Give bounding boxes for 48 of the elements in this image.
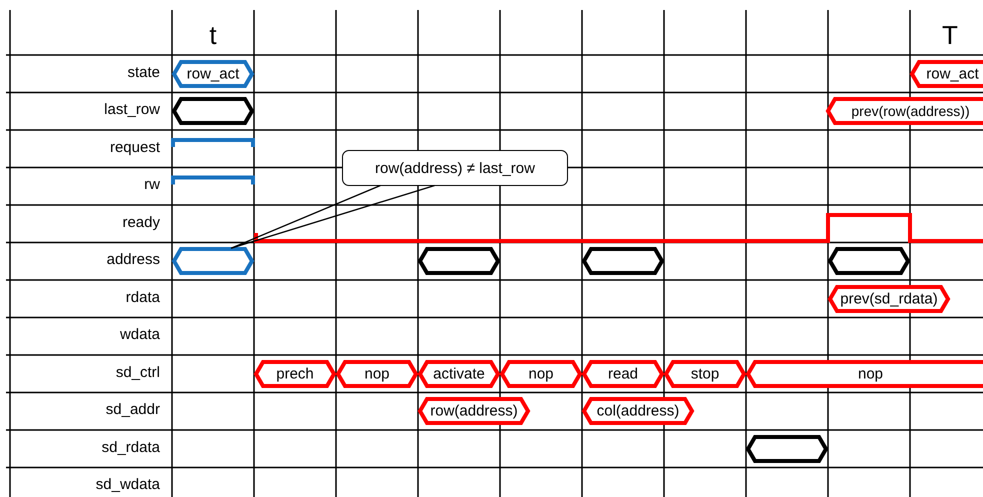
bus-hexagon — [582, 247, 664, 276]
signal-name: last_row — [104, 101, 160, 118]
bus-value-text: row_act — [926, 65, 979, 82]
signal-name: rdata — [126, 288, 160, 306]
signal-name: ready — [122, 214, 160, 231]
bus-value-hexagon — [172, 60, 254, 88]
bus-hexagon — [828, 247, 910, 276]
signal-name: address — [106, 251, 160, 268]
bus-value-text: nop — [364, 365, 390, 382]
bus-value-text: activate — [433, 365, 485, 382]
signal-name: wdata — [120, 326, 160, 344]
bus-value-text: row(address) — [430, 402, 518, 420]
bus-value-hexagon — [826, 97, 983, 126]
bus-value-hexagon — [828, 284, 950, 313]
bus-value-text: col(address) — [596, 402, 680, 420]
signal-name: sd_addr — [106, 401, 160, 418]
callout-box — [342, 150, 568, 186]
bus-value-text: nop — [528, 365, 554, 382]
bus-value-hexagon — [418, 397, 530, 426]
signal-name: rw — [144, 176, 160, 194]
time-marker: T — [942, 20, 958, 51]
bus-value-text: stop — [690, 365, 720, 382]
bus-value-text: prech — [276, 365, 314, 382]
bus-hexagon — [172, 247, 254, 276]
bus-value-text: read — [608, 365, 638, 382]
time-marker: t — [209, 20, 217, 51]
bus-value-hexagon — [254, 360, 336, 388]
bus-hexagon — [172, 97, 254, 126]
signal-name: state — [127, 64, 160, 81]
bus-value-hexagon — [582, 397, 694, 426]
bus-value-text: nop — [858, 365, 884, 382]
bus-value-hexagon — [664, 360, 746, 388]
bus-value-hexagon — [582, 360, 664, 388]
signal-name: sd_wdata — [96, 476, 160, 494]
callout-text: row(address) ≠ last_row — [375, 160, 535, 176]
bus-value-text: prev(sd_rdata) — [840, 290, 938, 308]
signal-name: sd_rdata — [102, 438, 160, 456]
bus-hexagon — [418, 247, 500, 276]
signal-name: request — [110, 138, 160, 156]
bus-value-text: row_act — [186, 65, 240, 82]
bus-hexagon — [746, 434, 828, 463]
bus-value-text: prev(row(address)) — [851, 103, 970, 120]
bus-value-hexagon — [418, 360, 500, 388]
bus-value-hexagon — [910, 60, 983, 88]
bus-value-hexagon — [500, 360, 582, 388]
signal-name: sd_ctrl — [116, 364, 160, 381]
bus-value-hexagon — [336, 360, 418, 388]
callout-pointer — [230, 184, 436, 249]
